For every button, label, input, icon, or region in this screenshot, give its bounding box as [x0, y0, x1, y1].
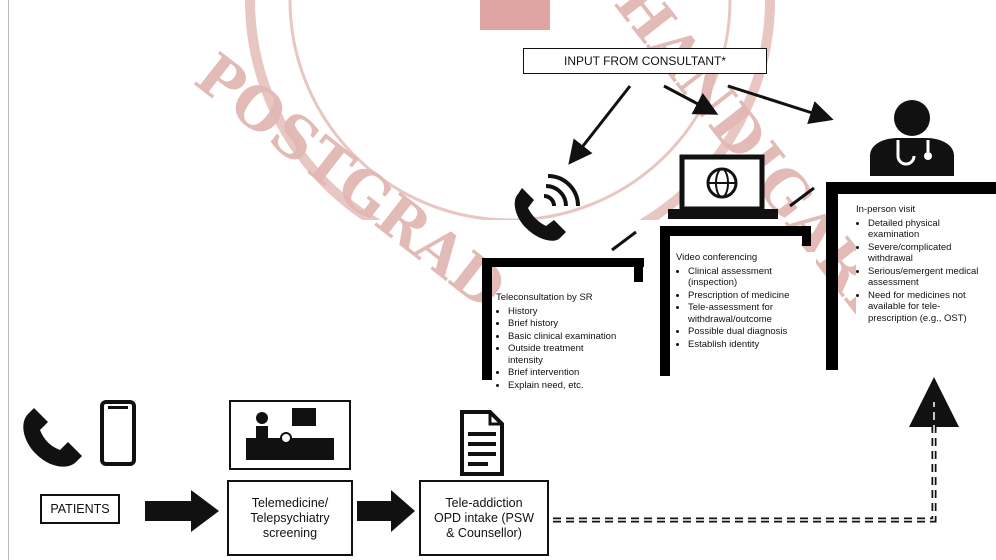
in-person-visit-panel: In-person visit Detailed physical examin…: [856, 204, 992, 364]
patients-box: PATIENTS: [40, 494, 120, 524]
step-bar-left-3: [826, 182, 838, 370]
mobile-phone-icon: [100, 400, 136, 466]
list-item: Need for medicines not available for tel…: [868, 290, 992, 325]
list-item: Prescription of medicine: [688, 290, 816, 302]
document-icon: [460, 410, 504, 476]
teleconsultation-title: Teleconsultation by SR: [496, 292, 593, 303]
in-person-visit-list: Detailed physical examination Severe/com…: [856, 218, 992, 325]
list-item: Tele-assessment for withdrawal/outcome: [688, 302, 816, 325]
list-item: Detailed physical examination: [868, 218, 992, 241]
list-item: Outside treatment intensity: [508, 343, 636, 366]
in-person-visit-title: In-person visit: [856, 204, 916, 215]
step-bar-vert-1: [634, 258, 643, 282]
tele-addiction-intake-label: Tele-addiction OPD intake (PSW & Counsel…: [433, 495, 535, 540]
step-bar-top-2: [660, 226, 810, 236]
step-bar-top-1: [482, 258, 644, 267]
consultant-label: INPUT FROM CONSULTANT*: [563, 53, 726, 68]
list-item: Basic clinical examination: [508, 331, 636, 343]
teleconsultation-list: History Brief history Basic clinical exa…: [496, 306, 636, 392]
video-conferencing-list: Clinical assessment (inspection) Prescri…: [676, 266, 816, 351]
telemedicine-screening-box: Telemedicine/ Telepsychiatry screening: [227, 480, 353, 556]
phone-call-icon: [514, 174, 580, 241]
list-item: History: [508, 306, 636, 318]
video-conferencing-panel: Video conferencing Clinical assessment (…: [676, 252, 816, 382]
video-conferencing-title: Video conferencing: [676, 252, 758, 263]
list-item: Clinical assessment (inspection): [688, 266, 816, 289]
flow-arrow-1: [145, 490, 219, 532]
list-item: Brief history: [508, 318, 636, 330]
list-item: Brief intervention: [508, 367, 636, 379]
step-bar-top-3: [826, 182, 996, 194]
doctor-icon: [870, 100, 954, 176]
flow-arrow-2: [357, 490, 415, 532]
step-bar-left-1: [482, 258, 492, 380]
telemedicine-screening-label: Telemedicine/ Telepsychiatry screening: [250, 495, 330, 540]
list-item: Explain need, etc.: [508, 380, 636, 392]
input-from-consultant-box: INPUT FROM CONSULTANT*: [523, 48, 767, 74]
list-item: Severe/complicated withdrawal: [868, 242, 992, 265]
telephone-handset-icon: [23, 408, 82, 467]
reception-desk-icon-frame: [229, 400, 351, 470]
list-item: Establish identity: [688, 339, 816, 351]
list-item: Possible dual diagnosis: [688, 326, 816, 338]
teleconsultation-panel: Teleconsultation by SR History Brief his…: [496, 292, 636, 410]
step-bar-vert-2: [802, 226, 811, 246]
step-bar-left-2: [660, 226, 670, 376]
list-item: Serious/emergent medical assessment: [868, 266, 992, 289]
tele-addiction-intake-box: Tele-addiction OPD intake (PSW & Counsel…: [419, 480, 549, 556]
patients-label: PATIENTS: [50, 501, 110, 516]
reception-desk-icon: [246, 408, 334, 460]
laptop-globe-icon: [668, 154, 778, 219]
left-border-line: [8, 0, 9, 560]
